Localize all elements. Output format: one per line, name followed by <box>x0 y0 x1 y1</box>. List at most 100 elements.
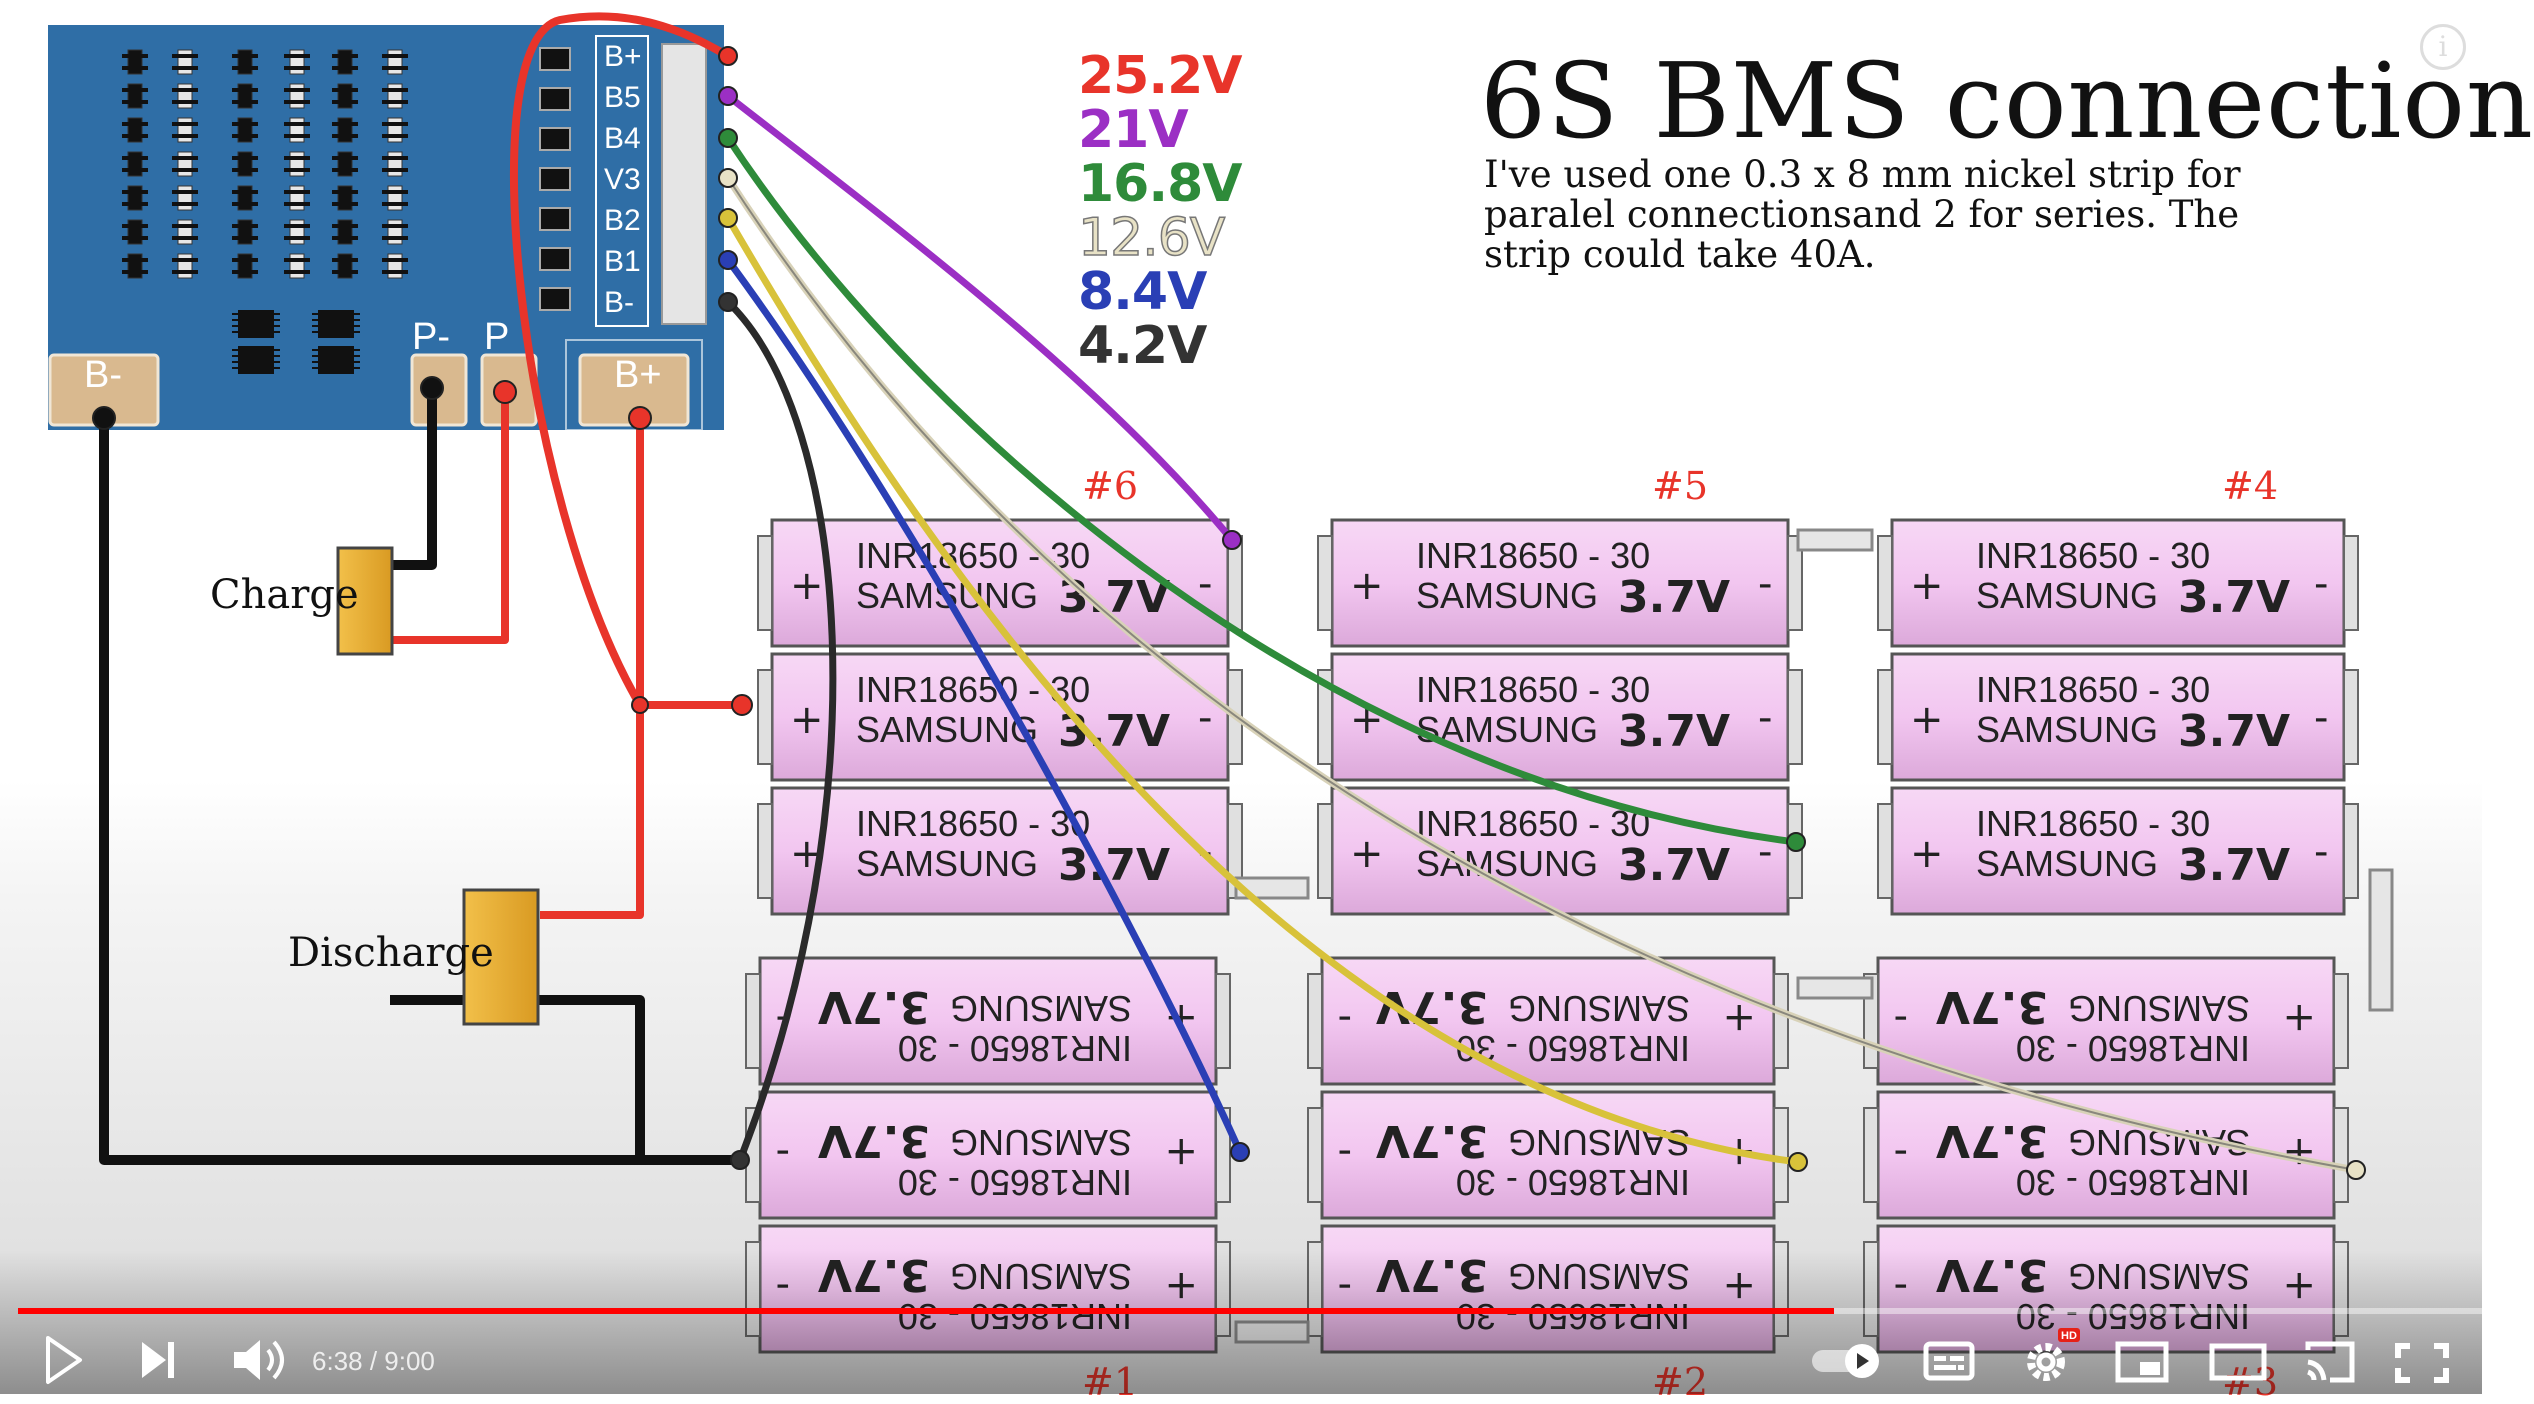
cell-brand-text: SAMSUNG <box>1508 1256 1690 1297</box>
current-time: 6:38 <box>312 1346 363 1376</box>
cell-group-label: #3 <box>2222 1360 2278 1404</box>
cell-model-text: INR18650 - 30 <box>1416 803 1650 844</box>
cell-plus-text: + <box>1350 563 1384 609</box>
bms-pin-label: B4 <box>604 122 641 155</box>
cell-group-label: #5 <box>1652 464 1709 508</box>
voltage-label: 25.2V <box>1078 46 1243 106</box>
cell-brand-text: SAMSUNG <box>1508 988 1690 1029</box>
cell-voltage-text: 3.7V <box>2178 840 2290 891</box>
subtitles-icon[interactable] <box>1923 1341 1975 1381</box>
voltage-label: 4.2V <box>1078 316 1207 376</box>
cell-plus-text: + <box>1350 831 1384 877</box>
cell-minus-text: - <box>1198 695 1212 741</box>
cell-minus-text: - <box>1198 561 1212 607</box>
bms-pin-label: B2 <box>604 204 641 237</box>
cell-model-text: INR18650 - 30 <box>1976 669 2210 710</box>
cell-voltage-text: 3.7V <box>1058 572 1170 623</box>
cast-icon[interactable] <box>2305 1341 2355 1383</box>
cell-model-text: INR18650 - 30 <box>1416 535 1650 576</box>
cell-model-text: INR18650 - 30 <box>1456 1162 1690 1203</box>
cell-voltage-text: 3.7V <box>818 1115 930 1166</box>
cell-voltage-text: 3.7V <box>1058 840 1170 891</box>
play-icon[interactable] <box>46 1336 82 1384</box>
player-controls <box>46 1328 2449 1384</box>
volume-icon[interactable] <box>234 1340 284 1380</box>
cell-voltage-text: 3.7V <box>1936 1115 2048 1166</box>
bms-pin-labels: B+ B5 B4 V3 B2 B1 B- <box>604 40 644 327</box>
cell-model-text: INR18650 - 30 <box>1416 669 1650 710</box>
pad-p-plus-label: P <box>484 316 510 358</box>
cell-minus-text: - <box>2314 695 2328 741</box>
cell-model-text: INR18650 - 30 <box>2016 1296 2250 1337</box>
cell-brand-text: SAMSUNG <box>950 1256 1132 1297</box>
cell-model-text: INR18650 - 30 <box>2016 1162 2250 1203</box>
cell-brand-text: SAMSUNG <box>2068 1256 2250 1297</box>
theater-icon[interactable] <box>2209 1343 2267 1381</box>
cell-plus-text: + <box>1164 1129 1198 1175</box>
cell-model-text: INR18650 - 30 <box>856 803 1090 844</box>
cell-plus-text: + <box>1910 563 1944 609</box>
cell-voltage-text: 3.7V <box>2178 572 2290 623</box>
cell-voltage-text: 3.7V <box>1936 981 2048 1032</box>
cell-minus-text: - <box>776 1131 790 1177</box>
cell-group-label: #4 <box>2222 464 2279 508</box>
miniplayer-icon[interactable] <box>2115 1341 2169 1383</box>
cell-minus-text: - <box>1894 1265 1908 1311</box>
cell-model-text: INR18650 - 30 <box>2016 1028 2250 1069</box>
fullscreen-icon[interactable] <box>2395 1343 2449 1383</box>
cell-model-text: INR18650 - 30 <box>856 669 1090 710</box>
next-icon[interactable] <box>142 1342 174 1378</box>
info-icon[interactable]: i <box>2420 24 2466 70</box>
cell-minus-text: - <box>1894 1131 1908 1177</box>
cell-brand-text: SAMSUNG <box>1976 709 2158 750</box>
cell-model-text: INR18650 - 30 <box>1456 1296 1690 1337</box>
cell-plus-text: + <box>1910 697 1944 743</box>
discharge-connector <box>462 888 540 1026</box>
cell-minus-text: - <box>776 1265 790 1311</box>
slide-title: 6S BMS connection <box>1480 40 2534 162</box>
cell-voltage-text: 3.7V <box>2178 706 2290 757</box>
cell-plus-text: + <box>1910 831 1944 877</box>
pad-b-minus-label: B- <box>84 354 122 396</box>
time-display: 6:38 / 9:00 <box>312 1346 435 1377</box>
cell-brand-text: SAMSUNG <box>1976 843 2158 884</box>
slide-description: I've used one 0.3 x 8 mm nickel strip fo… <box>1484 153 2241 276</box>
cell-brand-text: SAMSUNG <box>1508 1122 1690 1163</box>
cell-voltage-text: 3.7V <box>1618 572 1730 623</box>
cell-group-label: #2 <box>1652 1360 1708 1404</box>
cell-group-label: #6 <box>1082 464 1139 508</box>
cell-minus-text: - <box>1338 997 1352 1043</box>
cell-brand-text: SAMSUNG <box>950 988 1132 1029</box>
autoplay-toggle[interactable] <box>1812 1344 1879 1378</box>
bms-pin-label: B+ <box>604 40 642 73</box>
settings-icon[interactable] <box>2027 1328 2080 1381</box>
cell-minus-text: - <box>2314 829 2328 875</box>
progress-bar-played <box>18 1308 1834 1314</box>
cell-minus-text: - <box>1338 1131 1352 1177</box>
voltage-label: 16.8V <box>1078 154 1243 214</box>
cell-voltage-text: 3.7V <box>1618 840 1730 891</box>
cell-plus-text: + <box>1164 1263 1198 1309</box>
bms-pin-label: B- <box>604 286 634 319</box>
cell-plus-text: + <box>1722 1263 1756 1309</box>
voltage-label: 21V <box>1078 100 1189 160</box>
cell-voltage-text: 3.7V <box>1058 706 1170 757</box>
charge-connector <box>336 546 394 656</box>
bms-pin-label: B5 <box>604 81 641 114</box>
cell-voltage-text: 3.7V <box>818 1249 930 1300</box>
cell-group-label: #1 <box>1082 1360 1138 1404</box>
cell-minus-text: - <box>2314 561 2328 607</box>
